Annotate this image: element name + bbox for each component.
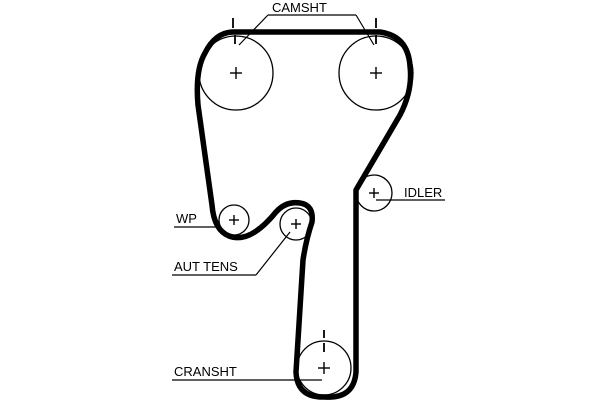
crankshaft-label: CRANSHT (174, 364, 237, 379)
timing-belt (194, 29, 414, 400)
crankshaft-pulley (296, 330, 352, 396)
auto-tensioner-label: AUT TENS (174, 259, 238, 274)
idler-label: IDLER (404, 185, 442, 200)
leader-lines (172, 14, 445, 381)
water-pump-label: WP (176, 211, 197, 226)
idler-pulley (355, 174, 393, 212)
camshaft-pulley-right (338, 18, 414, 111)
water-pump-pulley (218, 204, 250, 236)
camshaft-label: CAMSHT (272, 0, 327, 15)
